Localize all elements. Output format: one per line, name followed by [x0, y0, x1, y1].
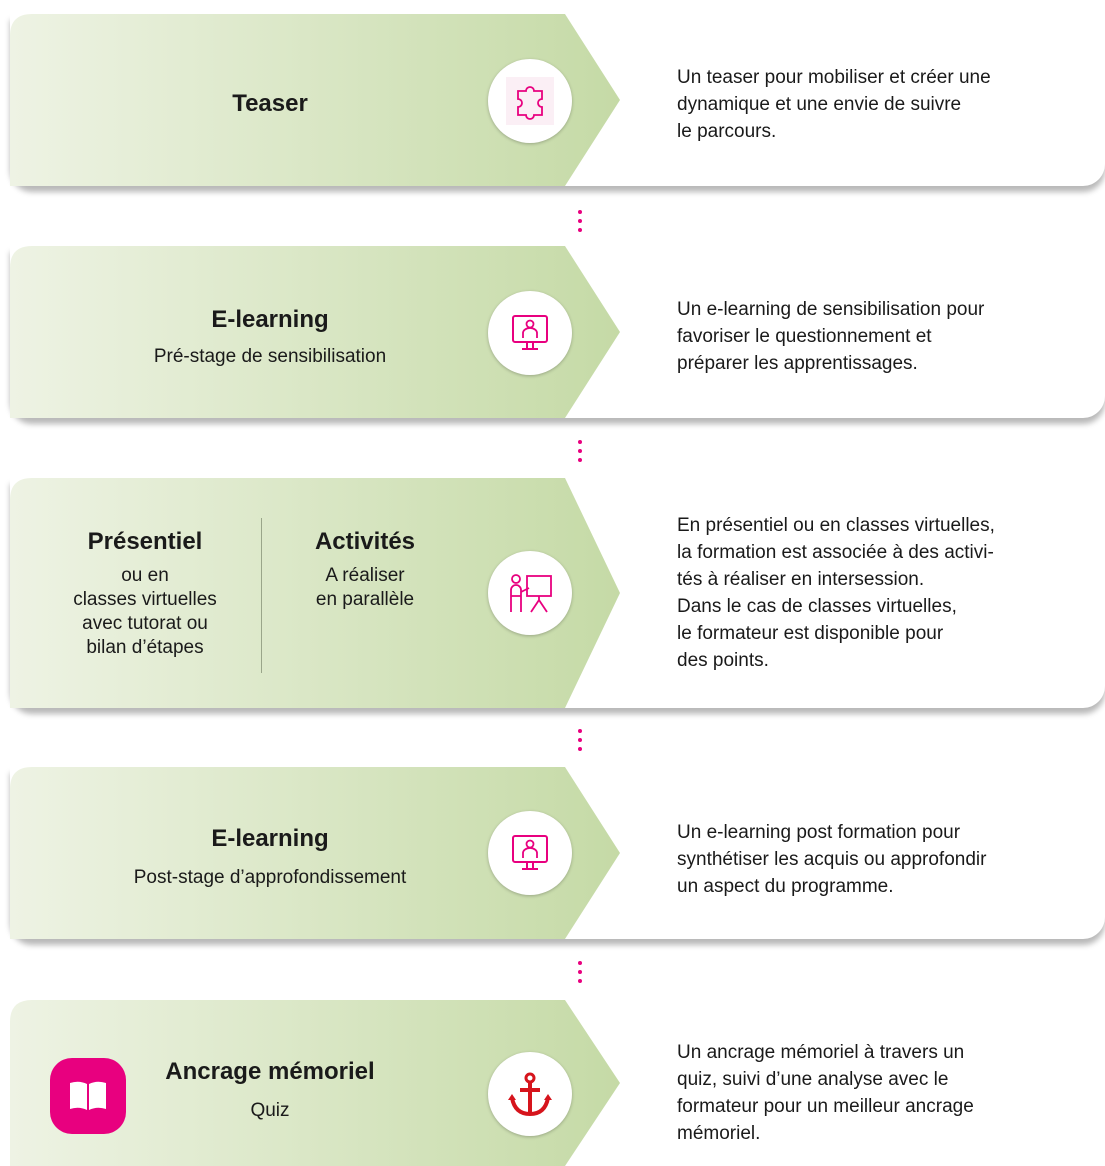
step-title: E-learning	[211, 306, 329, 333]
presenter-board-icon	[510, 574, 552, 613]
step-icon-circle	[488, 551, 572, 635]
connector-dots	[578, 440, 582, 467]
step-description: Un e-learning post formation pour synthé…	[677, 822, 987, 897]
step-icon-circle	[488, 59, 572, 143]
book-badge	[50, 1058, 126, 1134]
step-description: En présentiel ou en classes virtuelles, …	[677, 515, 995, 671]
step-arrow-shape	[10, 1000, 620, 1166]
step-description: Un ancrage mémoriel à travers un quiz, s…	[677, 1042, 974, 1144]
activites-title: Activités	[314, 528, 416, 555]
connector-dots	[578, 729, 582, 756]
step-arrow-shape	[10, 246, 620, 418]
step-title: Ancrage mémoriel	[165, 1058, 375, 1085]
step-icon-circle	[488, 811, 572, 895]
anchor-icon	[508, 1072, 552, 1117]
activites-text: A réaliser en parallèle	[315, 565, 415, 610]
step-elearning-post: E-learning Post-stage d’approfondissemen…	[10, 767, 1105, 939]
computer-user-icon	[512, 835, 548, 870]
presentiel-title: Présentiel	[87, 528, 203, 555]
step-ancrage: Ancrage mémoriel Quiz Un ancrage mémorie…	[10, 1000, 1105, 1166]
connector-dots	[578, 961, 582, 988]
step-arrow-shape	[10, 767, 620, 939]
presentiel-text: ou en classes virtuelles avec tutorat ou…	[73, 565, 217, 658]
step-teaser: Teaser Un teaser pour mobiliser et créer…	[10, 14, 1105, 186]
step-subtitle: Quiz	[250, 1100, 290, 1121]
book-icon	[70, 1081, 106, 1110]
step-presentiel: Présentiel ou en classes virtuelles avec…	[10, 478, 1105, 708]
step-icon-circle	[488, 291, 572, 375]
step-arrow-shape	[10, 478, 620, 708]
step-title: Teaser	[232, 90, 308, 117]
step-elearning-pre: E-learning Pré-stage de sensibilisation …	[10, 246, 1105, 418]
step-icon-circle	[488, 1052, 572, 1136]
column-divider	[261, 518, 262, 673]
step-description: Un teaser pour mobiliser et créer une dy…	[677, 67, 991, 142]
step-title: E-learning	[211, 825, 329, 852]
step-description: Un e-learning de sensibilisation pour fa…	[677, 299, 985, 374]
puzzle-icon	[506, 77, 554, 125]
step-arrow-shape	[10, 14, 620, 186]
step-subtitle: Post-stage d’approfondissement	[133, 867, 407, 888]
step-subtitle: Pré-stage de sensibilisation	[153, 346, 387, 367]
connector-dots	[578, 210, 582, 237]
computer-user-icon	[512, 315, 548, 350]
